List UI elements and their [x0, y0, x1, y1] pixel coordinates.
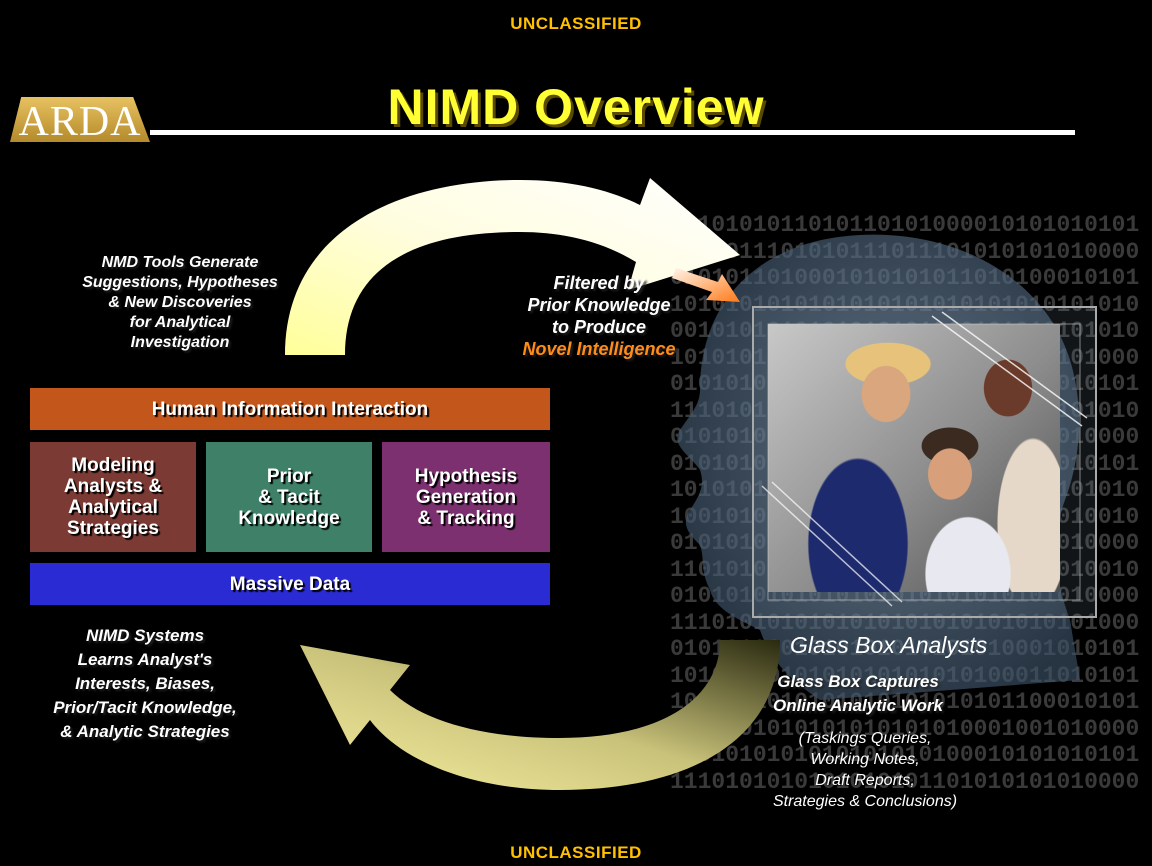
small-arrow	[672, 268, 740, 302]
human-information-interaction-box: Human Information Interaction	[30, 388, 550, 430]
arda-logo-text: ARDA	[18, 99, 142, 145]
glass-box-reflections	[761, 311, 1088, 607]
hii-label: Human Information Interaction	[151, 398, 429, 420]
box-line: & Tracking	[417, 507, 515, 529]
note-line: Filtered by	[553, 273, 645, 293]
massive-data-label: Massive Data	[229, 573, 351, 595]
glass-box-captures-note: Glass Box Captures Online Analytic Work	[728, 670, 988, 718]
tools-generate-note: NMD Tools Generate Suggestions, Hypothes…	[30, 253, 330, 353]
binary-line: 1110101010101010101101010101010000	[670, 768, 1140, 793]
detail-line: Working Notes,	[810, 751, 920, 768]
note-line: to Produce	[551, 317, 646, 337]
detail-line: (Taskings Queries,	[798, 730, 932, 747]
detail-line: Strategies & Conclusions)	[772, 793, 958, 810]
box-line: Strategies	[67, 518, 159, 539]
arda-logo-badge	[10, 97, 150, 142]
glass-box-details: (Taskings Queries, Working Notes, Draft …	[730, 728, 1000, 812]
slide-title: NIMD Overview	[387, 79, 765, 135]
detail-line: Draft Reports,	[815, 772, 915, 789]
prior-tacit-knowledge-box: Prior & Tacit Knowledge	[206, 442, 372, 552]
note-line: & Analytic Strategies	[60, 722, 230, 741]
note-line: Online Analytic Work	[772, 696, 944, 715]
note-line: NIMD Systems	[85, 626, 205, 645]
box-line: Analytical	[68, 497, 158, 518]
classification-top: UNCLASSIFIED	[510, 14, 642, 33]
glass-box-analysts-label: Glass Box Analysts	[790, 632, 988, 658]
bottom-curved-arrow	[300, 640, 780, 790]
note-line: NMD Tools Generate	[101, 254, 259, 271]
note-line: for Analytical	[129, 314, 231, 331]
hypothesis-generation-box: Hypothesis Generation & Tracking	[382, 442, 550, 552]
filtered-note: Filtered by Prior Knowledge to Produce N…	[504, 272, 694, 360]
modeling-analysts-box: Modeling Analysts & Analytical Strategie…	[30, 442, 196, 552]
top-curved-arrow	[285, 178, 740, 355]
classification-bottom: UNCLASSIFIED	[510, 843, 642, 862]
binary-line: 0101010101010101010100010101010101	[670, 742, 1140, 768]
note-line: Suggestions, Hypotheses	[82, 274, 278, 291]
box-line: Hypothesis	[414, 465, 518, 487]
box-line: & Tacit	[258, 486, 320, 508]
box-line: Knowledge	[238, 507, 340, 529]
note-line: Interests, Biases,	[75, 674, 215, 693]
note-line: Investigation	[130, 334, 230, 351]
binary-line: 1010101011010110101000010101010101	[670, 212, 1140, 238]
note-line: Glass Box Captures	[777, 672, 939, 691]
note-line: Prior/Tacit Knowledge,	[53, 698, 237, 717]
box-line: Modeling	[71, 455, 155, 476]
box-line: Prior	[266, 465, 312, 487]
note-line: & New Discoveries	[108, 294, 252, 311]
systems-learn-note: NIMD Systems Learns Analyst's Interests,…	[20, 624, 270, 744]
analysts-photo	[768, 324, 1060, 592]
novel-intelligence-label: Novel Intelligence	[522, 339, 676, 359]
massive-data-box: Massive Data	[30, 563, 550, 605]
box-line: Generation	[415, 486, 517, 508]
title-underline	[150, 130, 1075, 135]
note-line: Learns Analyst's	[77, 650, 213, 669]
note-line: Prior Knowledge	[527, 295, 671, 315]
box-line: Analysts &	[63, 476, 163, 497]
